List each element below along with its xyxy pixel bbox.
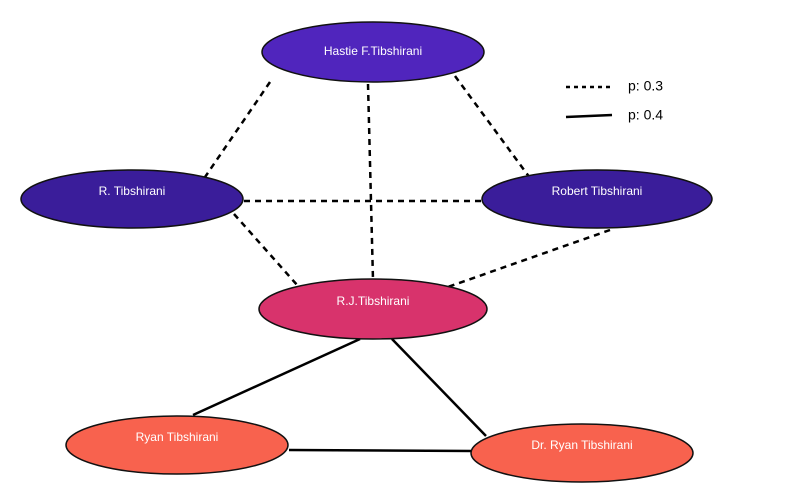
node-dr-ryan-label: Dr. Ryan Tibshirani (531, 438, 632, 452)
node-robert[interactable]: Robert Tibshirani (481, 169, 713, 229)
node-rj-label: R.J.Tibshirani (337, 294, 410, 308)
edge-ryan-dr-ryan (288, 448, 474, 453)
edge-r-rj (233, 213, 299, 287)
node-r[interactable]: R. Tibshirani (20, 169, 244, 229)
edge-hastie-robert (453, 75, 532, 179)
node-dr-ryan-shape (470, 423, 694, 483)
node-dr-ryan[interactable]: Dr. Ryan Tibshirani (470, 423, 694, 483)
edge-hastie-r (201, 81, 272, 181)
node-hastie-shape (261, 21, 485, 83)
node-ryan-shape (65, 415, 289, 475)
edge-robert-rj (444, 228, 611, 290)
edge-hastie-rj (366, 83, 375, 281)
node-hastie[interactable]: Hastie F.Tibshirani (261, 21, 485, 83)
node-rj-shape (258, 278, 488, 340)
legend-solid-line (565, 113, 613, 119)
node-ryan[interactable]: Ryan Tibshirani (65, 415, 289, 475)
node-rj[interactable]: R.J.Tibshirani (258, 278, 488, 340)
node-r-label: R. Tibshirani (99, 184, 166, 198)
node-ryan-label: Ryan Tibshirani (136, 430, 219, 444)
legend: p: 0.3 p: 0.4 (565, 78, 663, 123)
node-robert-label: Robert Tibshirani (552, 184, 643, 198)
edges (192, 75, 611, 453)
node-hastie-label: Hastie F.Tibshirani (324, 44, 422, 58)
node-r-shape (20, 169, 244, 229)
edge-rj-ryan (192, 337, 361, 417)
edge-rj-dr-ryan (391, 338, 487, 437)
legend-solid-label: p: 0.4 (628, 107, 663, 123)
node-robert-shape (481, 169, 713, 229)
legend-dashed-label: p: 0.3 (628, 78, 663, 94)
